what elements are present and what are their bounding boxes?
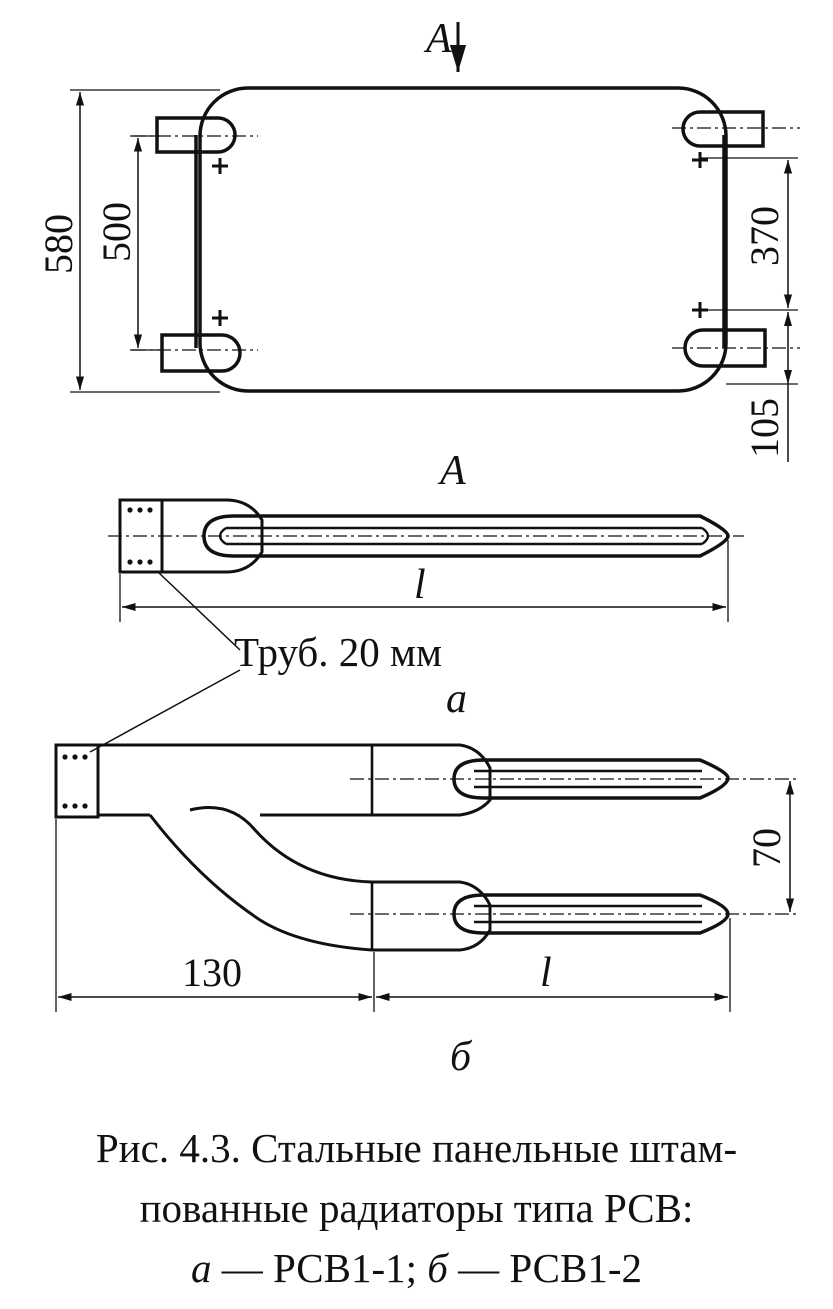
dim-370: 370 [700,157,798,311]
sublabel-b: б [450,1034,473,1080]
dim-inner-height: 500 [94,202,139,262]
view-a-arrow: A [423,16,467,72]
dim-580: 580 [36,89,220,393]
dim-105: 105 [726,312,798,462]
figure-caption: Рис. 4.3. Стальные панельные штам- пован… [0,1118,833,1298]
panel-body-b-lower [452,893,730,935]
view-a-label: A [437,448,466,494]
nipple-bottom-left [160,333,242,373]
plus-marks [212,152,708,326]
caption-b-text: — РСВ1-2 [447,1245,643,1291]
nipple-top-left [155,116,237,154]
sublabel-a: а [446,676,467,722]
dim-overall-height: 580 [36,214,81,274]
nipple-bottom-right [683,328,767,368]
caption-a-text: — РСВ1-1; [211,1245,428,1291]
dim-500: 500 [94,135,160,351]
caption-line-2: пованные радиаторы типа РСВ: [139,1185,694,1231]
length-symbol-b: l [540,950,552,996]
caption-b-letter: б [427,1245,448,1291]
length-symbol-a: l [414,562,426,608]
panel-body-b-upper [452,758,730,800]
dim-connector-130: 130 [182,950,242,995]
dim-bottom-offset: 105 [742,398,787,458]
view-a-marker: A [423,16,452,62]
coupling-b [54,743,100,819]
panel-outline [198,86,728,393]
dim-offset-70: 70 [744,828,789,868]
caption-line-3: а — РСВ1-1; б — РСВ1-2 [0,1238,833,1298]
variant-a-drawing: l [89,498,744,753]
top-view: A 580 [36,16,800,462]
dim-right-spacing: 370 [742,206,787,266]
nipple-top-right [681,110,765,148]
variant-b-drawing: 70 130 l [54,743,800,1012]
panel-body-a [202,514,730,558]
caption-line-1: Рис. 4.3. Стальные панельные штам- [95,1125,738,1171]
tube-note: Труб. 20 мм [234,629,442,675]
caption-a-letter: а [190,1245,212,1291]
